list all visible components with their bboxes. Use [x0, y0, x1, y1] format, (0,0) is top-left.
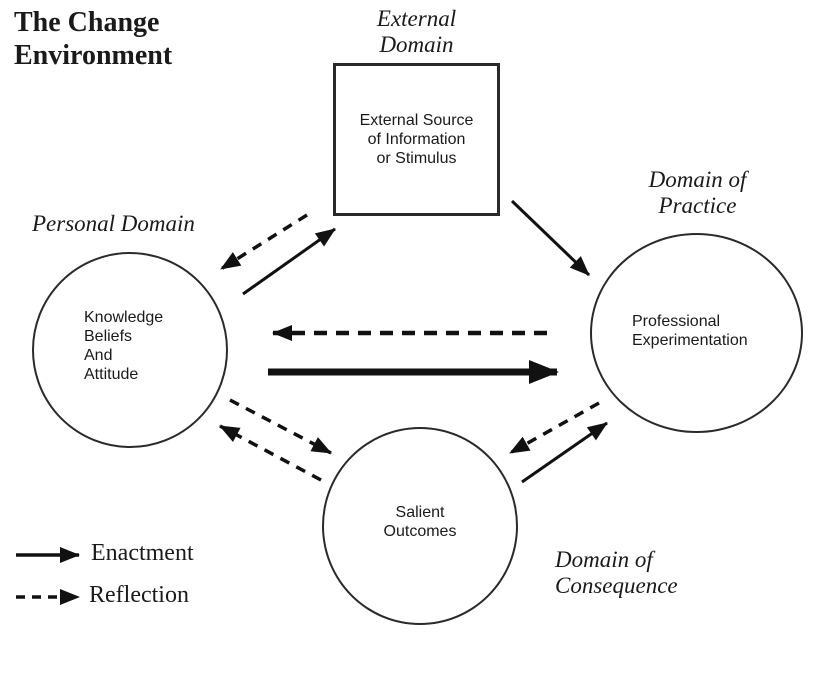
arrow-enactment-consequence-to-practice — [521, 421, 608, 484]
node-external-source-text: External Source of Information or Stimul… — [359, 112, 474, 167]
arrow-reflection-personal-to-consequence — [229, 398, 332, 455]
label-external-domain: External Domain — [376, 6, 457, 57]
node-consequence-text: Salient Outcomes — [383, 504, 457, 540]
arrow-reflection-external-to-personal — [220, 213, 308, 271]
node-external-source-box: External Source of Information or Stimul… — [333, 63, 500, 216]
node-personal-circle — [32, 252, 228, 448]
label-personal-domain: Personal Domain — [32, 211, 195, 236]
arrow-reflection-practice-to-consequence — [509, 401, 600, 455]
arrow-reflection-consequence-to-personal — [219, 424, 322, 482]
node-consequence-circle — [322, 427, 518, 625]
arrow-enactment-external-to-practice — [510, 199, 591, 277]
node-personal-text: Knowledge Beliefs And Attitude — [84, 309, 164, 383]
node-practice-text: Professional Experimentation — [632, 313, 748, 349]
legend-enactment-label: Enactment — [91, 540, 194, 566]
legend-reflection-label: Reflection — [89, 582, 189, 608]
label-domain-of-consequence: Domain of Consequence — [555, 547, 678, 598]
arrow-enactment-personal-to-external — [242, 227, 336, 296]
label-domain-of-practice: Domain of Practice — [648, 167, 747, 218]
node-practice-circle — [590, 233, 803, 433]
diagram-title: The Change Environment — [14, 7, 173, 71]
